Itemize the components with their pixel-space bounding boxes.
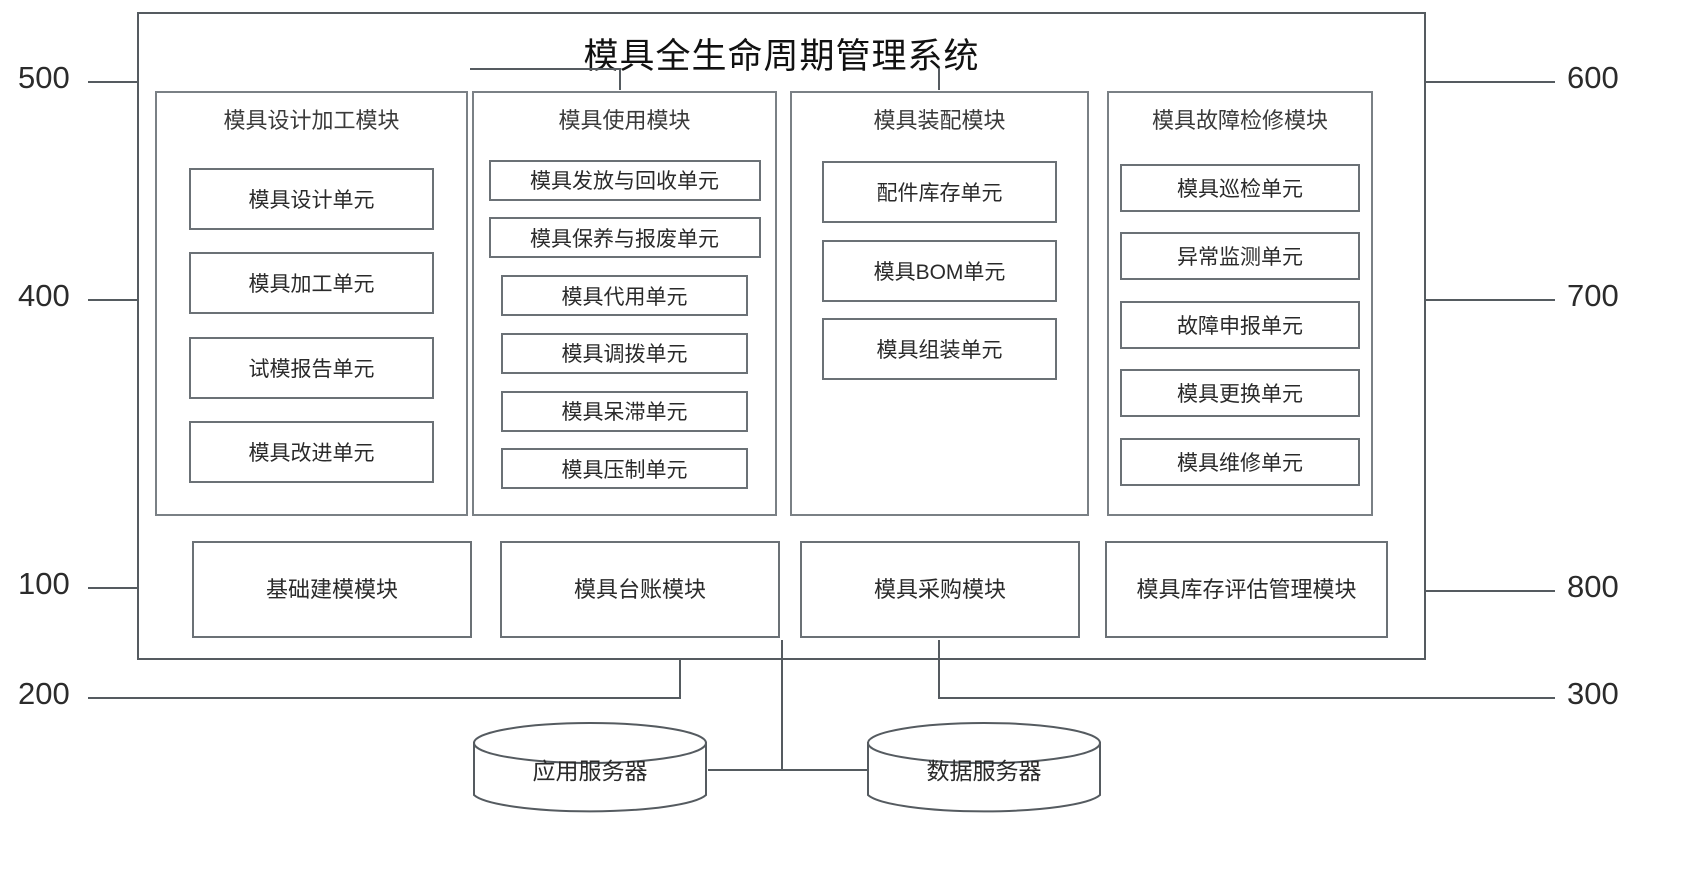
unit-box[interactable]: 模具压制单元 <box>501 448 748 490</box>
reference-number-300: 300 <box>1567 676 1619 711</box>
reference-number-100: 100 <box>18 566 70 601</box>
unit-box[interactable]: 配件库存单元 <box>822 161 1057 224</box>
data-server-cylinder[interactable]: 数据服务器 <box>866 721 1102 817</box>
reference-number-700: 700 <box>1567 278 1619 313</box>
connector-server-bus <box>708 769 868 771</box>
group-title-maintenance: 模具故障检修模块 <box>1151 108 1328 133</box>
connector-purchase-to-bus <box>938 640 940 698</box>
reference-number-600: 600 <box>1567 60 1619 95</box>
unit-box[interactable]: 模具巡检单元 <box>1120 163 1360 212</box>
unit-box[interactable]: 模具调拨单元 <box>501 332 748 374</box>
group-title-assembly: 模具装配模块 <box>873 108 1006 133</box>
reference-number-200: 200 <box>18 676 70 711</box>
title-connector-right <box>938 68 940 90</box>
unit-box[interactable]: 模具组装单元 <box>822 317 1057 380</box>
leader-line-800 <box>1386 590 1555 592</box>
leader-line-200-riser <box>679 640 681 699</box>
unit-box[interactable]: 模具更换单元 <box>1120 369 1360 417</box>
unit-box[interactable]: 模具呆滞单元 <box>501 390 748 432</box>
unit-list-usage: 模具发放与回收单元 模具保养与报废单元 模具代用单元 模具调拨单元 模具呆滞单元… <box>474 143 775 506</box>
unit-box[interactable]: 模具保养与报废单元 <box>488 217 761 259</box>
unit-box[interactable]: 模具发放与回收单元 <box>488 159 761 201</box>
unit-box[interactable]: 模具BOM单元 <box>822 239 1057 302</box>
unit-box[interactable]: 故障申报单元 <box>1120 300 1360 349</box>
group-module-design[interactable]: 模具设计加工模块 模具设计单元 模具加工单元 试模报告单元 模具改进单元 <box>155 91 468 516</box>
leader-line-500 <box>88 81 156 83</box>
unit-box[interactable]: 模具改进单元 <box>189 421 434 484</box>
unit-box[interactable]: 模具维修单元 <box>1120 437 1360 486</box>
group-title-design: 模具设计加工模块 <box>223 108 400 133</box>
leader-line-300 <box>940 697 1555 699</box>
title-connector-left <box>619 68 621 90</box>
group-title-usage: 模具使用模块 <box>558 108 691 133</box>
base-module-ledger[interactable]: 模具台账模块 <box>500 541 780 638</box>
group-module-maintenance[interactable]: 模具故障检修模块 模具巡检单元 异常监测单元 故障申报单元 模具更换单元 模具维… <box>1107 91 1373 516</box>
unit-box[interactable]: 模具代用单元 <box>501 275 748 317</box>
base-module-inventory-eval[interactable]: 模具库存评估管理模块 <box>1105 541 1388 638</box>
group-module-usage[interactable]: 模具使用模块 模具发放与回收单元 模具保养与报废单元 模具代用单元 模具调拨单元… <box>472 91 777 516</box>
application-server-label: 应用服务器 <box>532 758 648 784</box>
unit-list-assembly: 配件库存单元 模具BOM单元 模具组装单元 <box>792 145 1087 396</box>
unit-list-design: 模具设计单元 模具加工单元 试模报告单元 模具改进单元 <box>157 145 466 506</box>
application-server-cylinder[interactable]: 应用服务器 <box>472 721 708 817</box>
title-connector-left-bar <box>470 68 621 70</box>
unit-list-maintenance: 模具巡检单元 异常监测单元 故障申报单元 模具更换单元 模具维修单元 <box>1109 143 1371 506</box>
group-module-assembly[interactable]: 模具装配模块 配件库存单元 模具BOM单元 模具组装单元 <box>790 91 1089 516</box>
reference-number-800: 800 <box>1567 569 1619 604</box>
unit-box[interactable]: 异常监测单元 <box>1120 232 1360 280</box>
leader-line-400 <box>88 299 158 301</box>
connector-ledger-to-bus <box>781 640 783 770</box>
leader-line-700 <box>1373 299 1555 301</box>
page-title: 模具全生命周期管理系统 <box>583 37 980 76</box>
reference-number-500: 500 <box>18 60 70 95</box>
leader-line-600 <box>1399 81 1555 83</box>
unit-box[interactable]: 模具设计单元 <box>189 167 434 230</box>
data-server-label: 数据服务器 <box>926 758 1042 784</box>
base-module-purchase[interactable]: 模具采购模块 <box>800 541 1080 638</box>
reference-number-400: 400 <box>18 278 70 313</box>
leader-line-200 <box>88 697 681 699</box>
unit-box[interactable]: 试模报告单元 <box>189 336 434 399</box>
unit-box[interactable]: 模具加工单元 <box>189 252 434 315</box>
base-module-modeling[interactable]: 基础建模模块 <box>192 541 472 638</box>
